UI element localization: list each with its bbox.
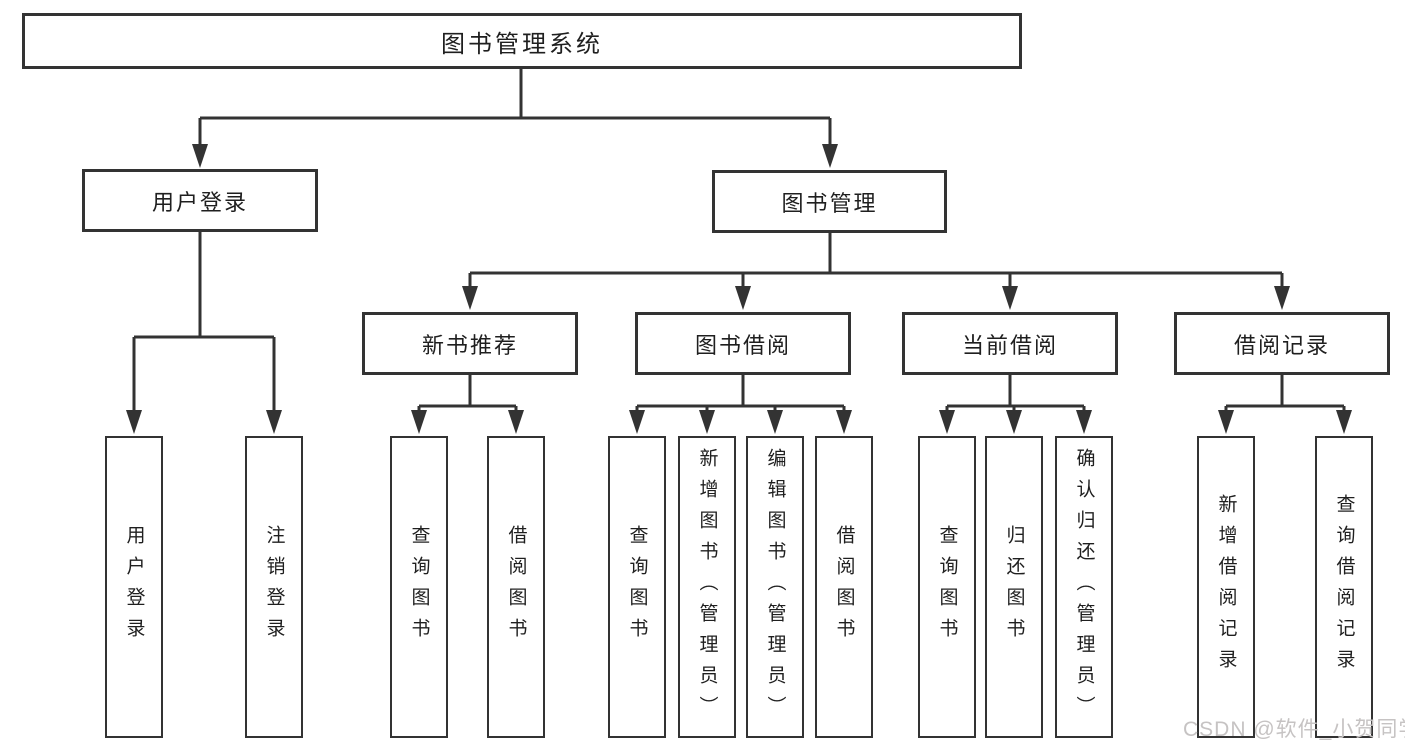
arrow-down-icon (411, 410, 427, 434)
node-borrow-records: 借阅记录 (1174, 312, 1390, 375)
leaf-borrow-query-book: 查询图书 (608, 436, 666, 738)
leaf-current-return-book-label: 归还图书 (1003, 525, 1025, 649)
leaf-newbook-query-book: 查询图书 (390, 436, 448, 738)
leaf-current-query-book-label: 查询图书 (936, 525, 958, 649)
node-user-login: 用户登录 (82, 169, 318, 232)
node-borrow-records-label: 借阅记录 (1233, 332, 1330, 358)
leaf-borrow-add-book: 新增图书（管理员） (678, 436, 736, 738)
arrow-down-icon (266, 410, 282, 434)
arrow-down-icon (508, 410, 524, 434)
leaf-borrow-query-book-label: 查询图书 (626, 525, 648, 649)
leaf-record-query-record: 查询借阅记录 (1315, 436, 1373, 738)
node-current-borrow-label: 当前借阅 (961, 332, 1058, 358)
node-book-management: 图书管理 (712, 170, 947, 233)
arrow-down-icon (1336, 410, 1352, 434)
arrow-down-icon (1006, 410, 1022, 434)
node-current-borrow: 当前借阅 (902, 312, 1118, 375)
node-new-book-recommend-label: 新书推荐 (421, 332, 518, 358)
arrow-down-icon (699, 410, 715, 434)
leaf-logout-label: 注销登录 (263, 525, 285, 649)
node-root: 图书管理系统 (22, 13, 1022, 69)
arrow-down-icon (629, 410, 645, 434)
leaf-newbook-query-book-label: 查询图书 (408, 525, 430, 649)
arrow-down-icon (1076, 410, 1092, 434)
node-book-borrow: 图书借阅 (635, 312, 851, 375)
leaf-logout: 注销登录 (245, 436, 303, 738)
leaf-current-confirm-return: 确认归还（管理员） (1055, 436, 1113, 738)
arrow-down-icon (1218, 410, 1234, 434)
arrow-down-icon (822, 144, 838, 168)
leaf-record-add-record-label: 新增借阅记录 (1215, 494, 1237, 680)
leaf-borrow-edit-book-label: 编辑图书（管理员） (764, 447, 786, 727)
leaf-user-login: 用户登录 (105, 436, 163, 738)
leaf-current-return-book: 归还图书 (985, 436, 1043, 738)
leaf-record-add-record: 新增借阅记录 (1197, 436, 1255, 738)
leaf-user-login-label: 用户登录 (123, 525, 145, 649)
leaf-newbook-borrow-book-label: 借阅图书 (505, 525, 527, 649)
leaf-record-query-record-label: 查询借阅记录 (1333, 494, 1355, 680)
watermark-text: CSDN @软件_小贺同学 (1183, 718, 1405, 741)
arrow-down-icon (836, 410, 852, 434)
leaf-current-confirm-return-label: 确认归还（管理员） (1073, 447, 1095, 727)
leaf-borrow-edit-book: 编辑图书（管理员） (746, 436, 804, 738)
node-user-login-label: 用户登录 (151, 189, 248, 215)
node-root-label: 图书管理系统 (441, 30, 603, 58)
leaf-borrow-add-book-label: 新增图书（管理员） (696, 447, 718, 727)
arrow-down-icon (1274, 286, 1290, 310)
leaf-borrow-borrow-book-label: 借阅图书 (833, 525, 855, 649)
arrow-down-icon (1002, 286, 1018, 310)
node-new-book-recommend: 新书推荐 (362, 312, 578, 375)
tree-connector-path (132, 69, 1346, 414)
arrow-down-icon (192, 144, 208, 168)
leaf-borrow-borrow-book: 借阅图书 (815, 436, 873, 738)
leaf-newbook-borrow-book: 借阅图书 (487, 436, 545, 738)
arrow-down-icon (735, 286, 751, 310)
node-book-borrow-label: 图书借阅 (694, 332, 791, 358)
node-book-management-label: 图书管理 (781, 190, 878, 216)
arrow-down-icon (767, 410, 783, 434)
arrow-down-icon (126, 410, 142, 434)
leaf-current-query-book: 查询图书 (918, 436, 976, 738)
arrow-down-icon (462, 286, 478, 310)
arrow-down-icon (939, 410, 955, 434)
